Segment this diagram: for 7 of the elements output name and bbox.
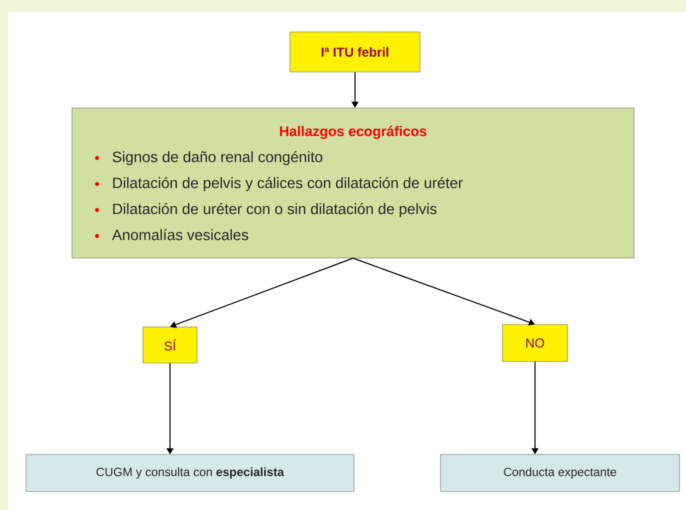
decision-box: SÍ xyxy=(142,326,198,364)
outcome-box: CUGM y consulta con especialista xyxy=(26,454,354,492)
findings-box: Hallazgos ecográficos Signos de daño renal congénito Dilatación de pelvis y cálices con dilatación de uréter Dilatación de uréter con o sin dilatación de pelvis Anomalías vesicales xyxy=(72,108,634,258)
start-box: Iª ITU febril xyxy=(290,32,420,72)
decision-box: NO xyxy=(502,324,568,362)
arrow xyxy=(170,258,354,328)
outcome-box: Conducta expectante xyxy=(440,454,680,492)
